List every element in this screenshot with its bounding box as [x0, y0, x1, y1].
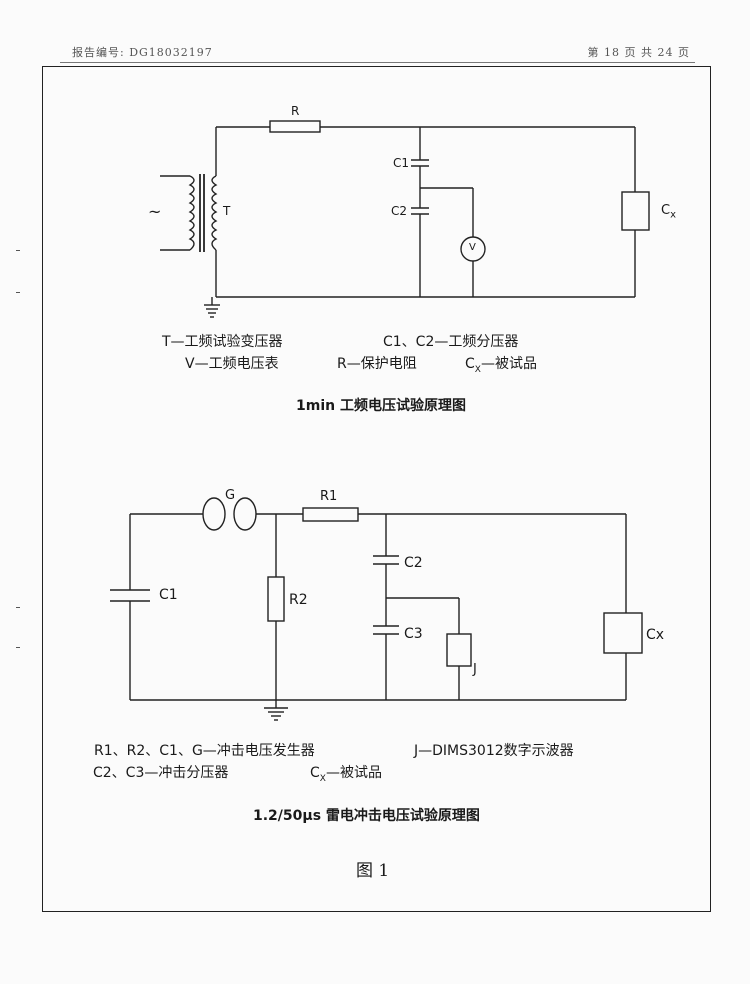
ac-source-symbol: ~: [148, 202, 162, 221]
label-R1: R1: [320, 489, 338, 504]
margin-mark: [16, 292, 20, 293]
label-C2: C2: [404, 555, 423, 571]
ground-symbol: [264, 700, 288, 721]
report-number: 报告编号: DG18032197: [72, 46, 213, 59]
caption-diagram1: 1min 工频电压试验原理图: [296, 398, 466, 414]
label-Cx: Cx: [646, 627, 665, 643]
label-R2: R2: [289, 592, 308, 608]
margin-mark: [16, 250, 20, 251]
test-object-Cx: [621, 191, 650, 231]
label-C3: C3: [404, 626, 423, 642]
legend2-cx-sub: X: [319, 773, 326, 784]
label-J: J: [473, 662, 477, 677]
ground-symbol: [204, 297, 220, 318]
figure-label: 图 1: [356, 861, 390, 881]
resistor-R: [269, 120, 321, 133]
page-info: 第 18 页 共 24 页: [587, 46, 690, 59]
label-C1: C1: [393, 156, 410, 170]
legend1-cx-rest: —被试品: [480, 356, 537, 372]
label-C2: C2: [391, 204, 408, 218]
legend1-line1-right: C1、C2—工频分压器: [383, 334, 519, 350]
label-Cx-main: C: [661, 203, 671, 218]
legend2-cx-rest: —被试品: [325, 765, 382, 781]
margin-mark: [16, 607, 20, 608]
label-Cx: Cx: [661, 203, 676, 221]
spark-gap-G-left: [202, 497, 226, 531]
label-T: T: [223, 204, 231, 218]
legend1-line2-a: V—工频电压表: [185, 356, 279, 372]
margin-mark: [16, 647, 20, 648]
legend1-cx-main: C: [465, 356, 475, 372]
legend2-line1-right: J—DIMS3012数字示波器: [414, 743, 574, 759]
label-V: V: [469, 242, 476, 253]
resistor-R2: [267, 576, 285, 622]
label-G: G: [225, 488, 236, 503]
label-C1: C1: [159, 587, 178, 603]
label-R: R: [291, 104, 300, 118]
oscilloscope-J: [446, 633, 472, 667]
legend2-line2-left: C2、C3—冲击分压器: [93, 765, 229, 781]
spark-gap-G-right: [233, 497, 257, 531]
impulse-circuit: [110, 497, 643, 721]
legend1-line1-left: T—工频试验变压器: [162, 334, 283, 350]
label-Cx-sub: x: [670, 209, 676, 221]
legend1-cx-sub: X: [474, 364, 481, 375]
page-frame: [42, 66, 711, 912]
caption-diagram2: 1.2/50μs 雷电冲击电压试验原理图: [253, 808, 480, 824]
legend2-line2-c: CX—被试品: [310, 762, 382, 784]
legend2-line1-left: R1、R2、C1、G—冲击电压发生器: [94, 743, 315, 759]
power-frequency-circuit: [160, 120, 650, 318]
resistor-R1: [302, 507, 359, 522]
test-object-Cx: [603, 612, 643, 654]
header-rule: [60, 62, 695, 63]
legend1-line2-c: CX—被试品: [465, 353, 537, 375]
legend2-cx-main: C: [310, 765, 320, 781]
transformer-T: [160, 174, 218, 252]
legend1-line2-b: R—保护电阻: [337, 356, 417, 372]
